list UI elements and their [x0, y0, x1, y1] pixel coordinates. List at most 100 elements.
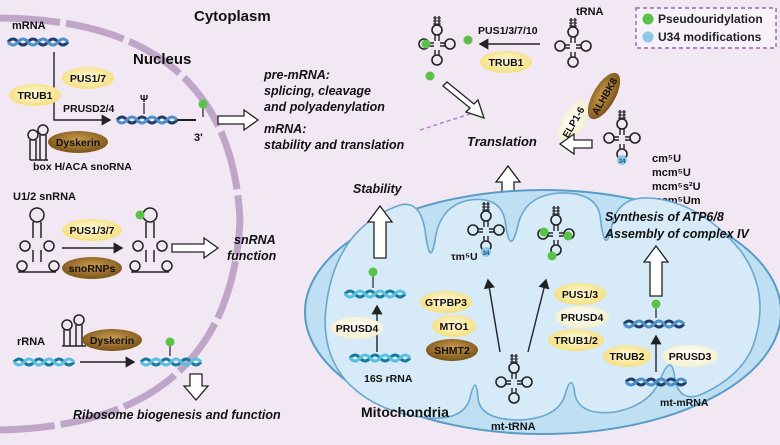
- legend-pseudouridylation: Pseudouridylation: [658, 12, 763, 26]
- mt-trna-to-tm5u-arrow: [483, 278, 501, 353]
- snornps-label: snoRNPs: [69, 263, 116, 275]
- snrna-outcome-1: snRNA: [234, 233, 276, 247]
- pseudouridine-dot-trna-1: [421, 39, 431, 49]
- dyskerin2-label: Dyskerin: [90, 335, 134, 347]
- mto1-label: MTO1: [440, 321, 469, 333]
- pseudouridine-dot-mtmrna: [651, 299, 661, 309]
- prusd3-enzyme: [662, 345, 718, 367]
- pus17-label: PUS1/7: [70, 73, 106, 85]
- mt-trna-label: mt-tRNA: [491, 421, 536, 433]
- modified-16s-rrna-helix: [343, 289, 407, 299]
- shmt2-label: SHMT2: [434, 345, 470, 357]
- premrna-outcome-3: and polyadenylation: [264, 100, 385, 114]
- trub1-trna-label: TRUB1: [488, 57, 523, 69]
- pus13-enzyme: [554, 283, 606, 305]
- mrna-outcome-1: mRNA:: [264, 122, 306, 136]
- mt-trna-to-pseudo-arrow: [527, 278, 550, 353]
- u34-legend-dot: [642, 31, 654, 43]
- prusd4-enzyme: [555, 306, 609, 328]
- snrna-function-arrow: [171, 236, 220, 260]
- legend-box: [635, 7, 777, 49]
- mrna-arrow: [53, 52, 112, 126]
- pus137-enzyme: [62, 219, 122, 241]
- modified-snrna-structure: [129, 207, 173, 273]
- pseudouridylation-legend-dot: [642, 13, 654, 25]
- stability-outcome: Stability: [353, 182, 403, 196]
- ribosome-arrow: [182, 373, 210, 401]
- prusd4-left-enzyme: [331, 317, 383, 339]
- mrna-label: mRNA: [12, 20, 46, 32]
- atp-arrow: [642, 244, 670, 297]
- modified-rrna-helix: [139, 357, 203, 367]
- mitochondria-title: Mitochondria: [361, 404, 449, 420]
- dyskerin-enzyme: [48, 131, 108, 153]
- u34-to-translation-arrow: [558, 132, 593, 156]
- pseudouridine-dot-mttrna-3: [547, 251, 557, 261]
- pus13-label: PUS1/3: [562, 289, 598, 301]
- trna-cloverleaf: [554, 17, 592, 68]
- stability-arrow: [366, 204, 394, 259]
- legend-u34: U34 modifications: [658, 30, 762, 44]
- dyskerin2-enzyme: [82, 329, 142, 351]
- u34-trna-cloverleaf: [603, 109, 641, 160]
- rrna-helix: [12, 357, 76, 367]
- shmt2-enzyme: [426, 339, 478, 361]
- pre-mrna-helix: [115, 115, 179, 125]
- nucleus-export-arrow-1: [217, 108, 260, 132]
- psi-symbol: Ψ: [140, 94, 148, 105]
- trub12-enzyme: [548, 329, 604, 351]
- trub2-enzyme: [603, 345, 651, 367]
- translation-outcome: Translation: [467, 134, 537, 149]
- pus13710-label: PUS1/3/7/10: [478, 25, 538, 37]
- snornps-complex: [62, 257, 122, 279]
- pus17-enzyme: [62, 67, 114, 89]
- pseudouridine-dot-mttrna-1: [539, 227, 549, 237]
- nuclear-membrane: [0, 14, 244, 434]
- atp-outcome-1: Synthesis of ATP6/8: [605, 210, 724, 224]
- mod-cm5u: cm⁵U: [652, 153, 681, 165]
- trub1-trna-enzyme: [480, 51, 532, 73]
- u34-dot-trna: [617, 155, 627, 165]
- prusd4-left-label: PRUSD4: [336, 323, 379, 335]
- ribosome-outcome: Ribosome biogenesis and function: [73, 408, 281, 422]
- prusd4-label: PRUSD4: [561, 312, 604, 324]
- mod-mcm5s2u: mcm⁵s²U: [652, 181, 701, 193]
- trub1-label: TRUB1: [17, 90, 52, 102]
- snorna-hairpins: [27, 124, 49, 161]
- u34-dot-mito: [481, 247, 491, 257]
- three-prime-label: 3': [194, 132, 203, 144]
- snorna-label: box H/ACA snoRNA: [33, 161, 132, 173]
- pseudouridine-dot-trna-2: [463, 35, 473, 45]
- snrna-structure: [16, 207, 60, 273]
- mto1-enzyme: [432, 315, 476, 337]
- mito-u34-position-label: 34: [483, 251, 490, 257]
- gtpbp3-enzyme: [420, 291, 472, 313]
- pus137-label: PUS1/3/7: [70, 225, 115, 237]
- prusd3-label: PRUSD3: [669, 351, 712, 363]
- mrna-helix: [6, 37, 70, 47]
- mt-mrna-helix: [624, 377, 688, 387]
- modified-mt-mrna-helix: [622, 319, 686, 329]
- pseudouridine-dot-mrna: [198, 99, 208, 109]
- u12-snrna-label: U1/2 snRNA: [13, 191, 76, 203]
- mod-mcm5u: mcm⁵U: [652, 167, 691, 179]
- pseudouridine-dot-16s: [368, 267, 378, 277]
- mrna-outcome-2: stability and translation: [264, 138, 405, 152]
- mt-mrna-label: mt-mRNA: [660, 397, 709, 409]
- premrna-outcome-1: pre-mRNA:: [263, 68, 330, 82]
- 16s-rrna-label: 16S rRNA: [364, 373, 413, 385]
- trub2-label: TRUB2: [609, 351, 644, 363]
- pseudouridine-dot-snrna: [135, 210, 145, 220]
- trub12-label: TRUB1/2: [554, 335, 598, 347]
- pseudouridine-dot-rrna: [165, 337, 175, 347]
- trna-label: tRNA: [576, 6, 604, 18]
- nucleus-title: Nucleus: [133, 51, 191, 68]
- mrna-to-translation-line: [419, 111, 477, 131]
- pseudouridine-dot-mttrna-2: [563, 231, 573, 241]
- trub1-enzyme: [9, 84, 61, 106]
- gtpbp3-label: GTPBP3: [425, 297, 467, 309]
- 16s-rrna-helix: [348, 353, 412, 363]
- cytoplasm-title: Cytoplasm: [194, 8, 271, 25]
